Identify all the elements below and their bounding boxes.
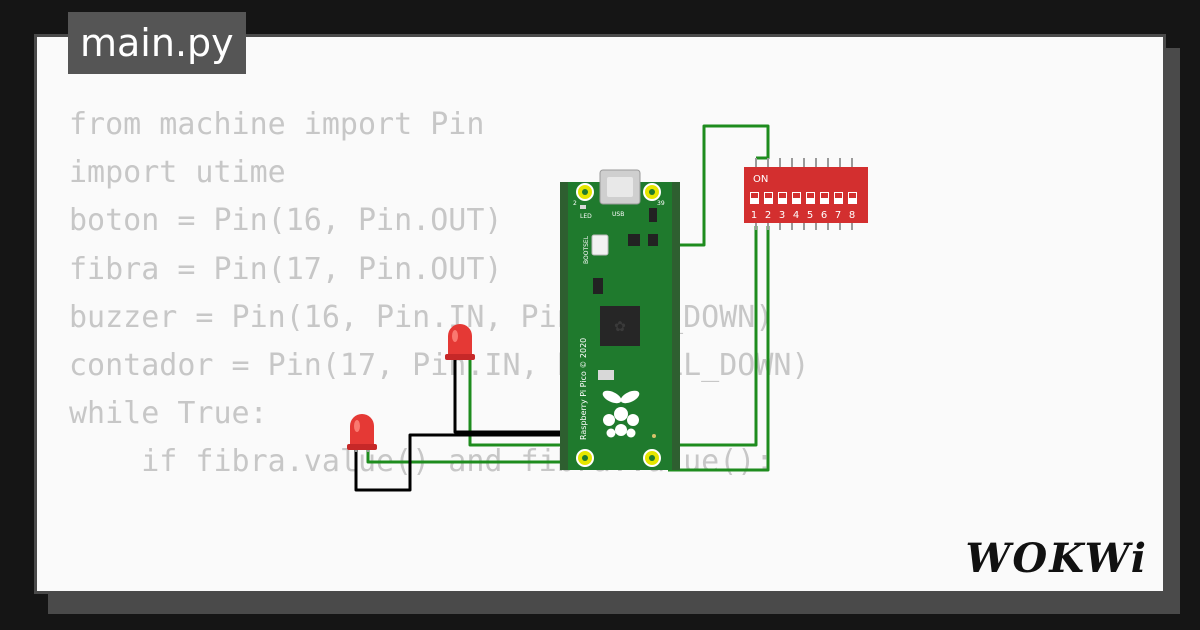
green-wire-led1[interactable] [468, 356, 566, 447]
dip-switch[interactable]: ON 1 2 3 4 5 6 7 8 [744, 158, 868, 230]
dip-number: 5 [807, 210, 813, 221]
led-bulb [350, 414, 374, 448]
mount-hole-center [582, 455, 588, 461]
raspberry-pi-pico[interactable]: LED USB 2 39 BOOTSEL ✿ Raspberry Pi Pico… [560, 169, 680, 470]
crystal-icon [593, 278, 603, 294]
led-highlight [452, 330, 458, 342]
black-wire-led2[interactable] [354, 433, 566, 492]
code-preview: from machine import Pin import utime boton… [69, 101, 810, 487]
usb-port-inner [607, 177, 633, 197]
mount-hole-center [582, 189, 588, 195]
pin-number-label: 2 [573, 200, 577, 207]
pin-header-right [672, 182, 680, 470]
board-label: Raspberry Pi Pico © 2020 [579, 338, 588, 440]
green-wire-led2[interactable] [366, 448, 566, 464]
rp2040-chip [600, 306, 640, 346]
usb-label: USB [612, 211, 624, 218]
dip-number: 1 [751, 210, 757, 221]
dip-number: 4 [793, 210, 799, 221]
pin-header-left [560, 182, 568, 470]
flash-chip [598, 370, 614, 380]
chip-small [628, 234, 640, 246]
raspberry-logo-icon [602, 390, 640, 438]
green-wire-dip-bottom[interactable] [668, 226, 770, 472]
code-line: fibra = Pin(17, Pin.OUT) [69, 251, 503, 287]
led-label: LED [580, 213, 592, 220]
rp2040-logo-icon: ✿ [614, 319, 626, 335]
dip-number: 3 [779, 210, 785, 221]
mount-hole-center [649, 189, 655, 195]
dip-toggle-knobs [751, 193, 856, 198]
dip-number: 7 [835, 210, 841, 221]
black-wire-led1[interactable] [453, 356, 566, 434]
wires [354, 124, 770, 492]
dip-numbers: 1 2 3 4 5 6 7 8 [751, 210, 855, 221]
dip-number: 6 [821, 210, 827, 221]
led-red-2[interactable] [347, 414, 377, 452]
led-rim [347, 444, 377, 450]
code-line: from machine import Pin [69, 107, 485, 142]
wokwi-logo: WOKWi [965, 535, 1148, 582]
chip-small [649, 208, 657, 222]
green-wire-dip-top[interactable] [668, 124, 770, 247]
led-rim [445, 354, 475, 360]
code-line: import utime [69, 155, 286, 191]
dip-on-label: ON [753, 174, 768, 185]
onboard-led-icon [580, 205, 586, 209]
dip-pins-top [755, 158, 853, 168]
test-point-icon [652, 434, 656, 438]
dip-number: 8 [849, 210, 855, 221]
dip-number: 2 [765, 210, 771, 221]
file-tab-main-py[interactable]: main.py [68, 12, 246, 74]
mount-hole-center [649, 455, 655, 461]
chip-small [648, 234, 658, 246]
green-wire-dip-mid[interactable] [668, 226, 758, 447]
pin-number-label: 39 [657, 200, 665, 207]
led-bulb [448, 324, 472, 358]
code-line: while True: [69, 396, 268, 432]
bootsel-button[interactable] [591, 234, 609, 256]
bootsel-label: BOOTSEL [583, 235, 590, 264]
dip-pins-bottom [755, 222, 853, 230]
led-highlight [354, 420, 360, 432]
code-line: boton = Pin(16, Pin.OUT) [69, 203, 503, 239]
led-red-1[interactable] [445, 324, 475, 360]
